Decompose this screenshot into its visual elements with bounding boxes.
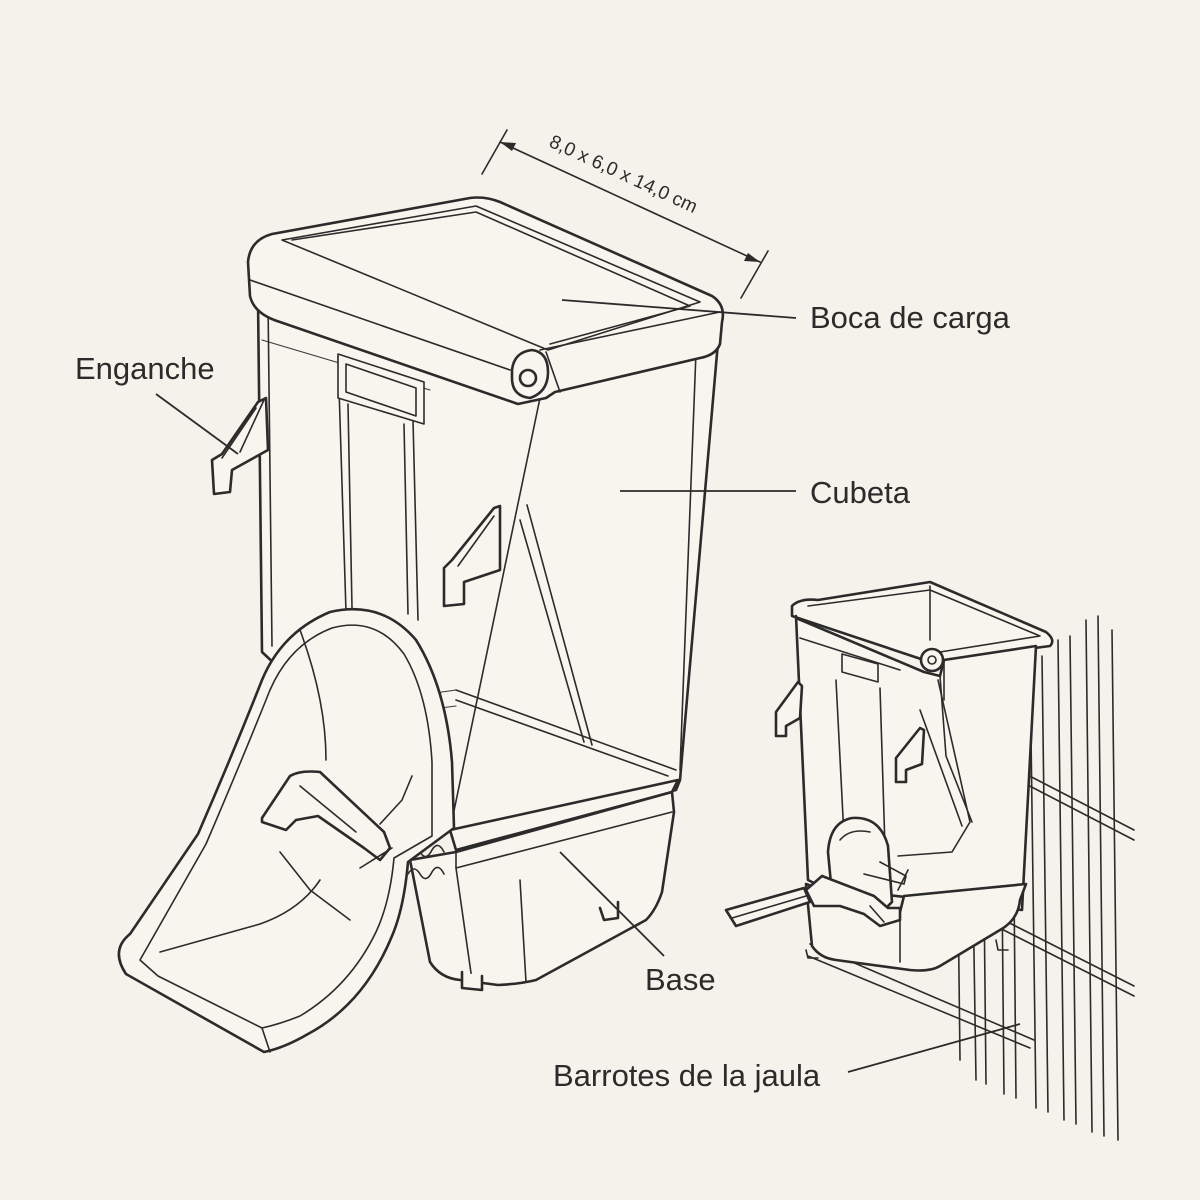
leader-base [559,851,665,957]
label-barrotes: Barrotes de la jaula [553,1058,821,1093]
leader-boca [561,299,797,319]
mounted-feeder [724,580,1135,1141]
label-enganche: Enganche [75,351,215,386]
main-feeder [117,196,725,1054]
label-cubeta: Cubeta [810,475,910,510]
label-boca-de-carga: Boca de carga [810,300,1010,335]
leader-enganche [155,393,239,455]
leader-barrotes [847,1023,1021,1073]
leader-lines [155,299,1021,1073]
label-base: Base [645,962,716,997]
